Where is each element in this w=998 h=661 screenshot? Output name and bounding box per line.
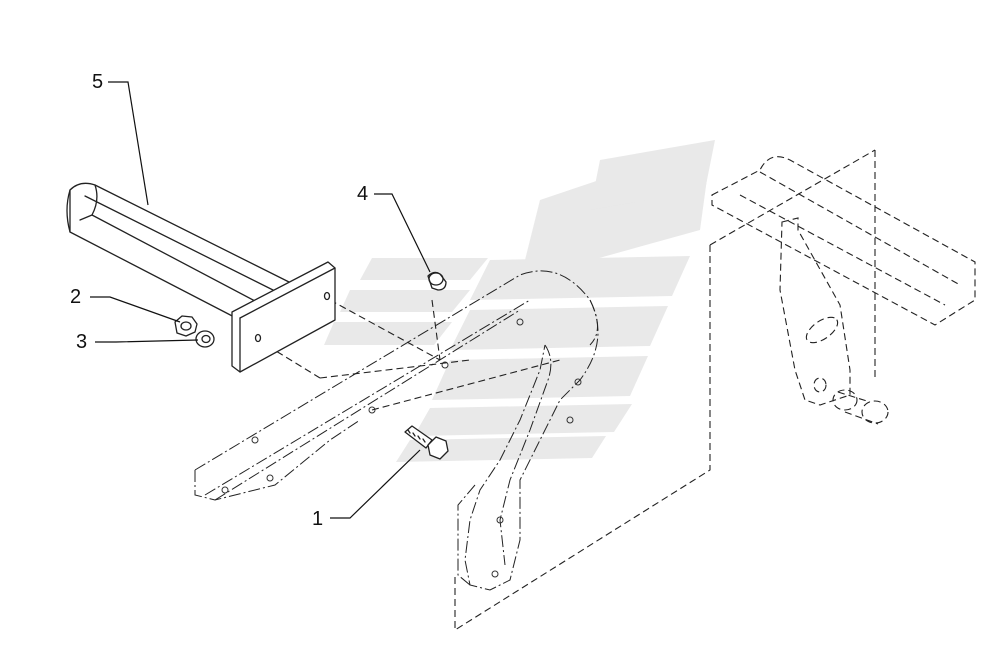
callout-4: 4 bbox=[357, 183, 369, 205]
washer-part bbox=[195, 330, 215, 348]
bolt-part bbox=[404, 425, 449, 460]
callout-5: 5 bbox=[92, 71, 104, 93]
leader-lines bbox=[90, 81, 431, 519]
frame-outline bbox=[454, 149, 976, 631]
bushing-part bbox=[427, 271, 447, 291]
tube-bracket-part bbox=[66, 182, 336, 373]
arm-assembly-dashed bbox=[194, 270, 599, 591]
callout-1: 1 bbox=[312, 508, 324, 530]
callout-3: 3 bbox=[76, 331, 88, 353]
nut-part bbox=[174, 315, 198, 337]
watermark-logo bbox=[324, 140, 715, 462]
callout-2: 2 bbox=[70, 286, 82, 308]
